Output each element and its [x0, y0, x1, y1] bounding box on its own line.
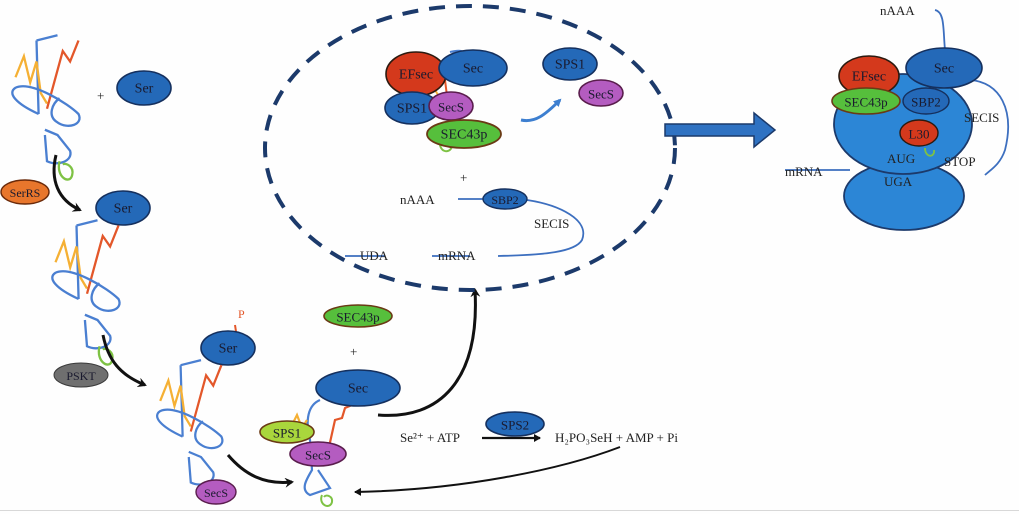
svg-text:SBP2: SBP2 [491, 193, 518, 207]
arrow-pskt [101, 334, 147, 388]
plus-sign-1: + [97, 88, 104, 103]
svg-text:L30: L30 [909, 127, 930, 142]
svg-text:Sec: Sec [934, 62, 954, 77]
complex-boundary [263, 4, 677, 292]
svg-text:SBP2: SBP2 [911, 95, 941, 110]
svg-text:SPS1: SPS1 [273, 426, 301, 441]
ser-molecule-1: Ser [116, 70, 172, 106]
svg-text:SPS1: SPS1 [555, 58, 585, 73]
reaction-products: H₂PO₃SeH + AMP + Pi [555, 430, 678, 445]
trna-step1 [11, 34, 81, 181]
svg-text:EFsec: EFsec [399, 68, 433, 83]
arrow-serrs [52, 154, 82, 212]
sec43p-free: SEC43p [323, 304, 393, 328]
svg-text:EFsec: EFsec [852, 70, 886, 85]
svg-text:Ser: Ser [135, 82, 154, 97]
complex-sec43p: SEC43p [426, 119, 502, 149]
complex-secis: SECIS [534, 216, 569, 231]
svg-text:SEC43p: SEC43p [844, 95, 887, 110]
svg-text:SerRS: SerRS [10, 186, 41, 200]
sps1-bound: SPS1 [259, 420, 315, 444]
arrow-to-complex [377, 288, 481, 417]
trna-step2 [51, 219, 121, 366]
ribosome-mrna: mRNA [785, 164, 823, 179]
svg-text:SecS: SecS [588, 87, 614, 102]
svg-text:SecS: SecS [305, 448, 331, 463]
ribosome-anticodon-loop [924, 147, 935, 157]
reaction-substrates: Se²⁺ + ATP [400, 430, 460, 445]
svg-text:SPS1: SPS1 [397, 102, 427, 117]
ribosome-mrna-loop [785, 9, 1009, 176]
ribosome-sec43p: SEC43p [831, 87, 901, 115]
complex-naaa: nAAA [400, 192, 435, 207]
ser-molecule-3: Ser [200, 330, 256, 366]
ribosome-naaa: nAAA [880, 3, 915, 18]
complex-efsec: EFsec [385, 51, 447, 97]
complex-plus: + [460, 170, 467, 185]
released-sps1: SPS1 [542, 47, 598, 81]
complex-sec: Sec [438, 49, 508, 87]
arrow-selenophosphate [354, 446, 621, 496]
ser-molecule-2: Ser [95, 190, 151, 226]
svg-text:SecS: SecS [204, 486, 228, 500]
ribosome-efsec: EFsec [838, 55, 900, 97]
svg-text:SEC43p: SEC43p [336, 310, 379, 325]
svg-text:Sec: Sec [348, 382, 368, 397]
complex-sbp2: SBP2 [482, 188, 528, 210]
ribosome-l30: L30 [899, 119, 939, 147]
secs-free-enzyme: SecS [195, 479, 237, 505]
ribosome-stop: STOP [944, 154, 976, 169]
phosphate-label: P [238, 307, 245, 321]
serrs-enzyme: SerRS [0, 179, 50, 205]
release-arrow [520, 98, 562, 123]
svg-text:SEC43p: SEC43p [441, 128, 488, 143]
svg-text:Ser: Ser [114, 202, 133, 217]
sps2-enzyme: SPS2 [485, 411, 545, 437]
bottom-border [0, 510, 1019, 511]
arrow-to-sec-trna [226, 454, 294, 488]
secs-bound: SecS [289, 441, 347, 467]
released-secs: SecS [578, 79, 624, 107]
complex-mrna: mRNA [438, 248, 476, 263]
trna-step3 [155, 358, 224, 502]
svg-text:SecS: SecS [438, 100, 464, 115]
plus-sign-4: + [350, 344, 357, 359]
svg-text:SPS2: SPS2 [501, 418, 529, 433]
svg-text:Ser: Ser [219, 342, 238, 357]
ribosome-sbp2: SBP2 [902, 87, 950, 115]
svg-text:PSKT: PSKT [66, 369, 96, 383]
ribosome-aug: AUG [887, 151, 915, 166]
complex-sps1: SPS1 [384, 91, 440, 125]
svg-text:Sec: Sec [463, 62, 483, 77]
complex-mrna-line [345, 198, 585, 257]
ribosome-uga: UGA [884, 174, 913, 189]
big-transition-arrow [664, 111, 777, 149]
complex-secs: SecS [428, 91, 474, 121]
pskt-enzyme: PSKT [53, 362, 109, 388]
sec-molecule-4: Sec [315, 369, 401, 407]
ribosome-sec: Sec [905, 47, 983, 89]
complex-codon: UDA [360, 248, 389, 263]
ribosome-secis: SECIS [964, 110, 999, 125]
